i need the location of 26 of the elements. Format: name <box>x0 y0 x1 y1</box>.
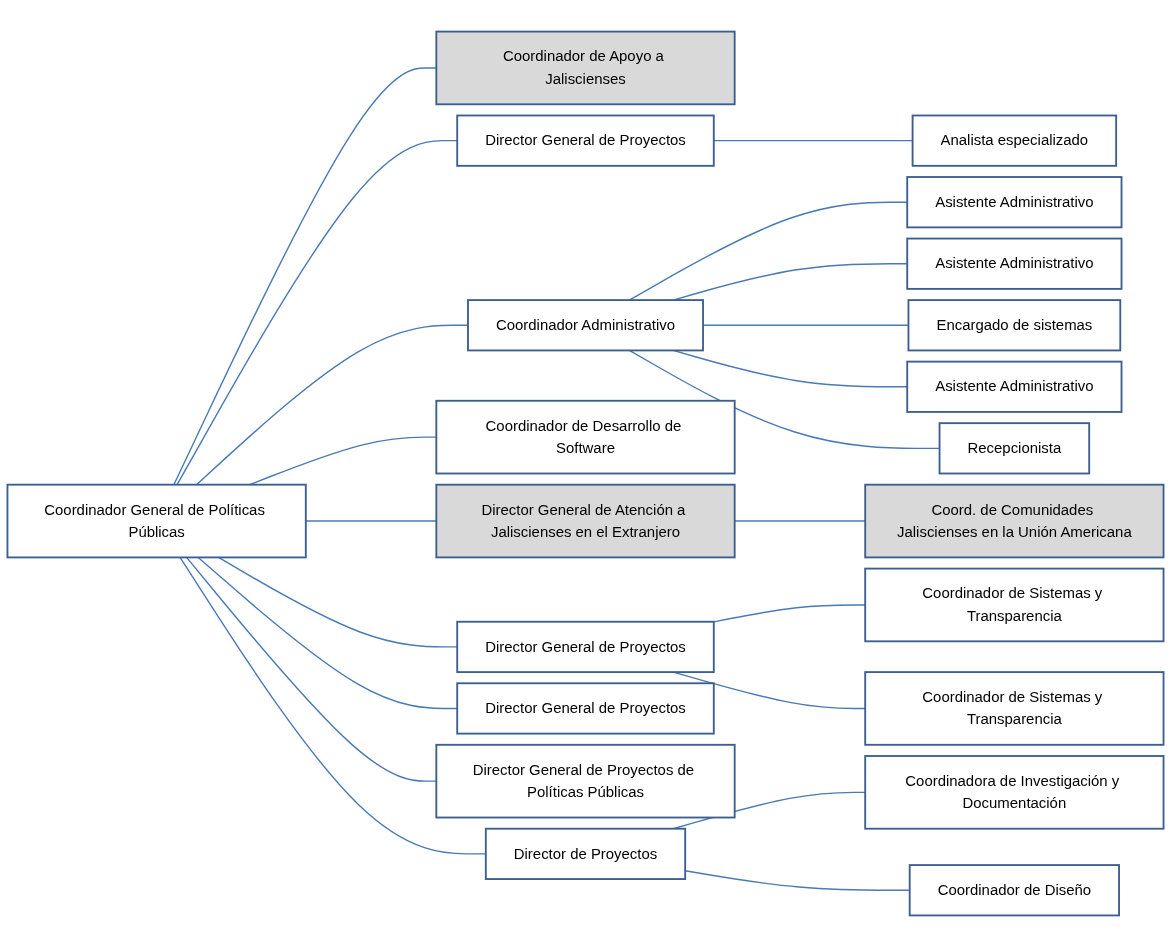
node-box: Coordinador General de Políticas Públicas <box>6 483 307 559</box>
connector <box>628 201 908 301</box>
node-box: Encargado de sistemas <box>907 299 1122 352</box>
node-box: Director General de Proyectos de Políticas Públicas <box>435 743 736 819</box>
node-box: Asistente Administrativo <box>906 360 1123 413</box>
connector <box>176 139 458 486</box>
node-box: Analista especializado <box>911 114 1118 167</box>
node-box: Asistente Administrativo <box>906 176 1123 229</box>
connector <box>713 604 866 623</box>
node-box: Asistente Administrativo <box>906 237 1123 290</box>
connector <box>197 556 458 710</box>
node-box: Coordinador de Diseño <box>908 864 1120 917</box>
node-box: Director General de Proyectos <box>456 682 715 735</box>
node-box: Coordinador de Sistemas y Transparencia <box>864 671 1165 746</box>
node-box: Director General de Atención a Jaliscienses en el Extranjero <box>435 483 736 559</box>
node-box: Recepcionista <box>938 422 1091 475</box>
node-box: Coord. de Comunidades Jaliscienses en la Unión Americana <box>864 483 1165 559</box>
node-box: Director General de Proyectos <box>456 620 715 673</box>
node-box: Coordinador de Desarrollo de Software <box>435 399 736 475</box>
connector <box>217 556 458 648</box>
node-box: Coordinadora de Investigación y Documentación <box>864 755 1165 830</box>
node-box: Director General de Proyectos <box>456 114 715 167</box>
node-box: Director de Proyectos <box>484 827 687 880</box>
node-box: Coordinador de Sistemas y Transparencia <box>864 567 1165 643</box>
node-box: Coordinador de Apoyo a Jaliscienses <box>435 30 736 106</box>
node-box: Coordinador Administrativo <box>467 299 704 352</box>
